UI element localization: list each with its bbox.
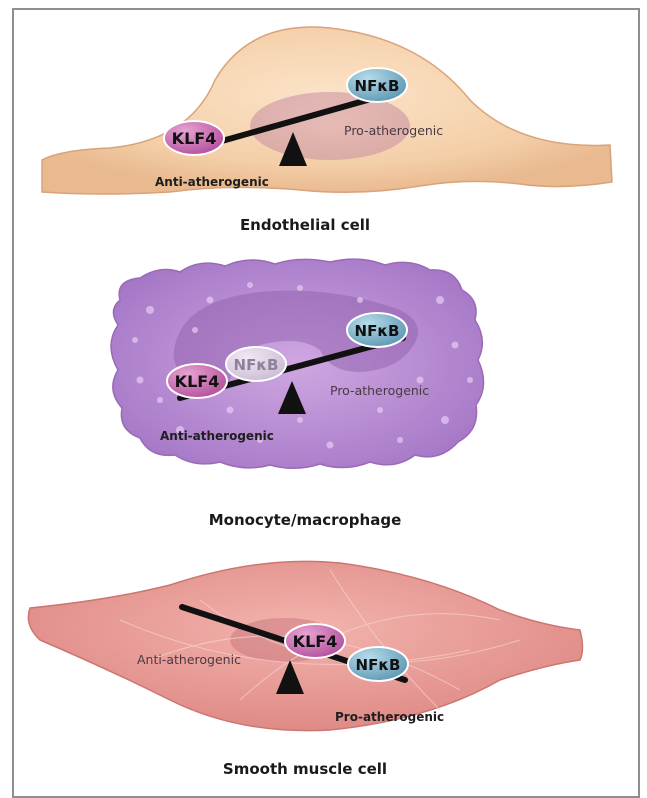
nfkb-faded-pill: NFκB	[226, 347, 286, 381]
endothelial-panel: KLF4 NFκB Pro-atherogenic Anti-atherogen…	[42, 27, 612, 234]
pro-atherogenic-label: Pro-atherogenic	[344, 123, 443, 138]
nfkb-pill: NFκB	[348, 647, 408, 681]
panel-caption: Endothelial cell	[240, 216, 370, 234]
nfkb-pill: NFκB	[347, 313, 407, 347]
anti-atherogenic-label: Anti-atherogenic	[155, 175, 269, 189]
panel-caption: Monocyte/macrophage	[209, 511, 402, 529]
nfkb-label: NFκB	[355, 322, 400, 340]
anti-atherogenic-label: Anti-atherogenic	[137, 652, 241, 667]
nfkb-label: NFκB	[355, 77, 400, 95]
klf4-label: KLF4	[293, 632, 338, 651]
anti-atherogenic-label: Anti-atherogenic	[160, 429, 274, 443]
klf4-label: KLF4	[172, 129, 217, 148]
pro-atherogenic-label: Pro-atherogenic	[335, 710, 444, 724]
macrophage-panel: KLF4 NFκB NFκB Pro-atherogenic Anti-athe…	[111, 259, 484, 529]
nfkb-pill: NFκB	[347, 68, 407, 102]
klf4-pill: KLF4	[167, 364, 227, 398]
pro-atherogenic-label: Pro-atherogenic	[330, 383, 429, 398]
smooth-muscle-panel: KLF4 NFκB Anti-atherogenic Pro-atherogen…	[28, 561, 582, 778]
klf4-pill: KLF4	[164, 121, 224, 155]
klf4-pill: KLF4	[285, 624, 345, 658]
nfkb-faded-label: NFκB	[234, 356, 279, 374]
nfkb-label: NFκB	[356, 656, 401, 674]
klf4-label: KLF4	[175, 372, 220, 391]
panel-caption: Smooth muscle cell	[223, 760, 387, 778]
